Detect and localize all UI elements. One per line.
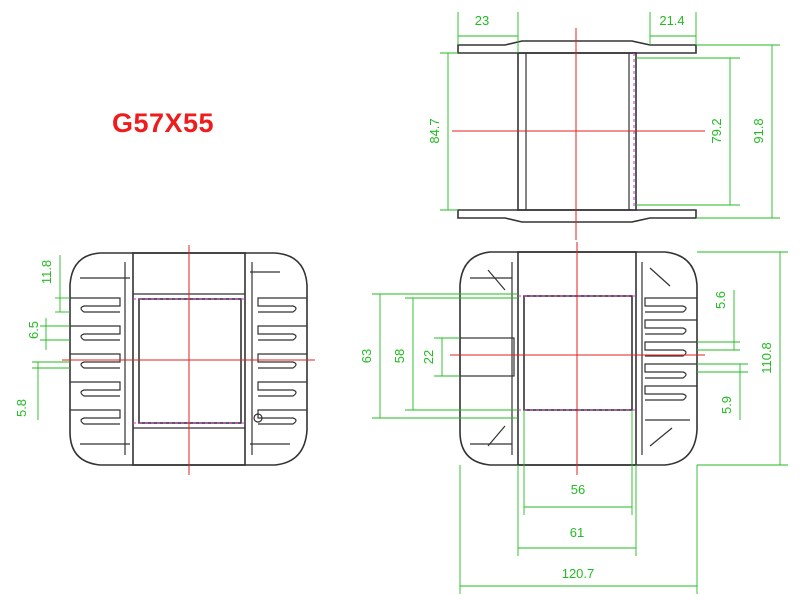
side-outline	[69, 252, 308, 466]
dim-label-23: 23	[475, 13, 489, 28]
dim-label-11-8: 11.8	[39, 260, 54, 284]
dimension-lines	[32, 12, 788, 594]
top-view	[452, 28, 705, 240]
dim-label-84-7: 84.7	[427, 118, 442, 143]
dim-label-6-5: 6.5	[26, 321, 41, 339]
pin-one-marker	[253, 413, 263, 423]
dim-label-63: 63	[359, 349, 374, 363]
dimension-labels: 23 21.4 84.7 79.2 91.8 11.8 6.5 5.8 63 5…	[14, 13, 774, 581]
drawing-title: G57X55	[112, 108, 215, 138]
dim-label-56: 56	[571, 482, 585, 497]
dim-label-5-8: 5.8	[14, 399, 29, 417]
front-view	[450, 242, 705, 475]
dim-label-5-6: 5.6	[713, 291, 728, 309]
dim-label-21-4: 21.4	[659, 13, 684, 28]
side-view	[62, 245, 315, 475]
dim-label-61: 61	[570, 525, 584, 540]
dim-label-22: 22	[421, 350, 436, 364]
dim-label-79-2: 79.2	[709, 118, 724, 143]
dim-label-120-7: 120.7	[562, 566, 595, 581]
dim-label-110-8: 110.8	[759, 342, 774, 374]
top-flange-upper	[457, 40, 697, 54]
dim-label-5-9: 5.9	[719, 396, 734, 414]
top-flange-lower	[457, 209, 697, 223]
dim-label-91-8: 91.8	[751, 118, 766, 143]
dim-label-58: 58	[392, 349, 407, 363]
front-outline	[459, 251, 698, 466]
